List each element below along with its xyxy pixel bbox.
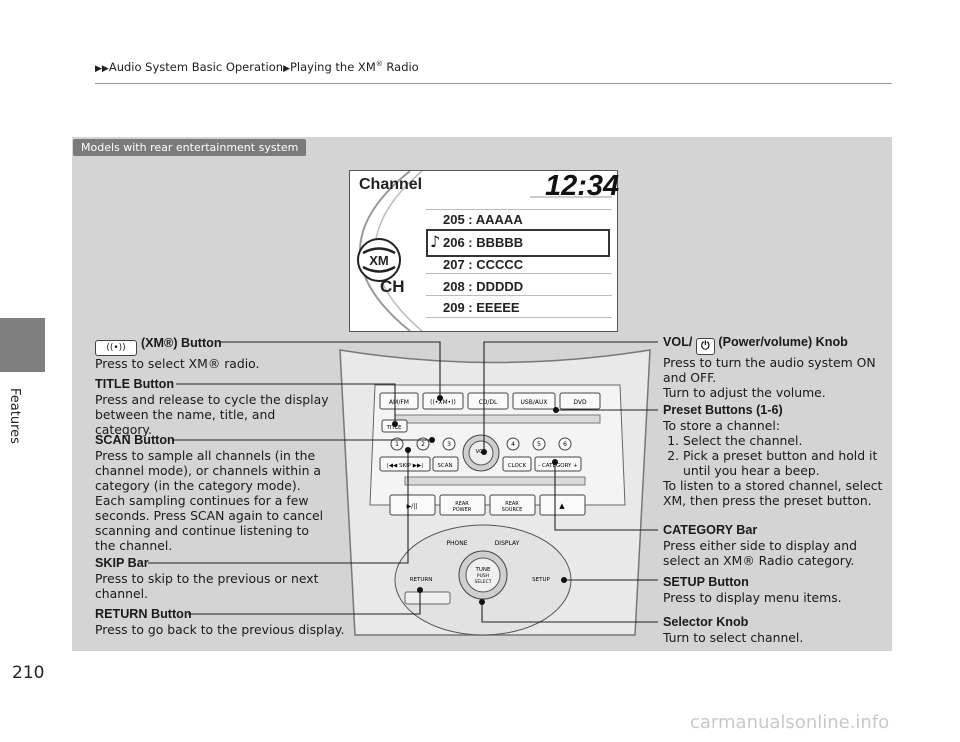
- breadcrumb-item-1: Audio System Basic Operation: [108, 60, 284, 74]
- svg-text:|◀◀ SKIP ▶▶|: |◀◀ SKIP ▶▶|: [387, 463, 423, 469]
- row-rule: [426, 273, 612, 274]
- preset-steps: Select the channel. Pick a preset button…: [663, 433, 888, 478]
- svg-text:AM/FM: AM/FM: [389, 399, 409, 406]
- page-number: 210: [12, 663, 45, 683]
- label-vol-knob: VOL/ ⏻ (Power/volume) Knob Press to turn…: [663, 335, 888, 400]
- watermark: carmanualsonline.info: [690, 712, 890, 733]
- svg-text:REAR: REAR: [505, 501, 519, 507]
- label-title: Preset Buttons (1-6): [663, 403, 783, 417]
- row-rule: [426, 317, 612, 318]
- svg-text:TITLE: TITLE: [386, 425, 402, 431]
- row-rule: [426, 209, 612, 210]
- svg-text:3: 3: [447, 441, 451, 448]
- channel-row: 209 : EEEEE: [443, 300, 520, 315]
- svg-text:RETURN: RETURN: [410, 577, 433, 583]
- breadcrumb: ▶▶Audio System Basic Operation▶Playing t…: [95, 60, 419, 74]
- svg-text:DISPLAY: DISPLAY: [495, 540, 520, 547]
- label-text: Turn to adjust the volume.: [663, 385, 826, 400]
- label-return-button: RETURN Button Press to go back to the pr…: [95, 607, 355, 637]
- svg-text:1: 1: [395, 441, 399, 448]
- header-rule: [95, 83, 892, 84]
- label-text: Press to turn the audio system ON and OF…: [663, 355, 876, 385]
- label-title-post: (Power/volume) Knob: [718, 335, 848, 349]
- preset-step: Select the channel.: [683, 433, 888, 448]
- audio-console-illustration: AM/FM ((•XM•)) CD/DL USB/AUX DVD TITLE 1…: [339, 349, 651, 636]
- xm-logo-icon: XM: [357, 238, 401, 282]
- label-preset-buttons: Preset Buttons (1-6) To store a channel:…: [663, 403, 888, 508]
- label-title: RETURN Button: [95, 607, 192, 621]
- svg-text:((•XM•)): ((•XM•)): [430, 399, 456, 406]
- channel-row: 205 : AAAAA: [443, 212, 523, 227]
- svg-text:PHONE: PHONE: [446, 540, 467, 547]
- label-title: Selector Knob: [663, 615, 749, 629]
- row-rule: [426, 295, 612, 296]
- label-title: CATEGORY Bar: [663, 523, 758, 537]
- section-tab: [0, 318, 45, 372]
- svg-text:PUSH: PUSH: [477, 573, 489, 579]
- label-text: Press to go back to the previous display…: [95, 622, 345, 637]
- label-title: TITLE Button: [95, 377, 175, 391]
- svg-text:POWER: POWER: [453, 507, 472, 513]
- sidebar: Features: [0, 0, 45, 742]
- screen-clock: 12:34: [545, 170, 620, 202]
- svg-text:DVD: DVD: [573, 399, 587, 406]
- label-xm-button: ((•)) (XM®) Button Press to select XM® r…: [95, 335, 355, 371]
- svg-text:5: 5: [537, 441, 541, 448]
- svg-text:4: 4: [511, 441, 515, 448]
- label-title: SKIP Bar: [95, 556, 149, 570]
- svg-text:▲: ▲: [559, 502, 565, 510]
- ch-label: CH: [380, 277, 405, 296]
- label-text: Press to skip to the previous or next ch…: [95, 571, 319, 601]
- screen-title: Channel: [359, 176, 423, 193]
- xm-button-icon: ((•)): [95, 340, 137, 356]
- channel-row: 208 : DDDDD: [443, 279, 524, 294]
- channel-row: 207 : CCCCC: [443, 257, 524, 272]
- breadcrumb-arrow-icon: ▶▶: [95, 64, 109, 74]
- svg-text:XM: XM: [369, 253, 389, 268]
- label-text: To store a channel:: [663, 418, 780, 433]
- svg-text:▶/||: ▶/||: [407, 503, 418, 510]
- svg-text:TUNE: TUNE: [475, 567, 491, 573]
- label-setup-button: SETUP Button Press to display menu items…: [663, 575, 888, 605]
- breadcrumb-item-3: Radio: [386, 60, 419, 74]
- models-tag: Models with rear entertainment system: [73, 139, 307, 156]
- channel-row-selected: 206 : BBBBB: [443, 235, 524, 250]
- preset-step: Pick a preset button and hold it until y…: [683, 448, 888, 478]
- label-title-button: TITLE Button Press and release to cycle …: [95, 377, 335, 437]
- svg-text:- CATEGORY +: - CATEGORY +: [538, 463, 578, 469]
- selected-channel-box: [426, 229, 610, 257]
- breadcrumb-item-2: Playing the XM: [289, 60, 376, 74]
- label-text: Turn to select channel.: [663, 630, 804, 645]
- label-scan-button: SCAN Button Press to sample all channels…: [95, 433, 327, 553]
- svg-text:CD/DL: CD/DL: [479, 399, 498, 406]
- label-text: Press either side to display and select …: [663, 538, 857, 568]
- svg-text:6: 6: [563, 441, 567, 448]
- svg-text:REAR: REAR: [455, 501, 469, 507]
- label-text: Press to display menu items.: [663, 590, 842, 605]
- label-category-bar: CATEGORY Bar Press either side to displa…: [663, 523, 888, 568]
- svg-text:SELECT: SELECT: [475, 579, 492, 585]
- svg-text:CLOCK: CLOCK: [508, 463, 527, 469]
- label-title-pre: VOL/: [663, 335, 693, 349]
- label-title: (XM®) Button: [140, 336, 222, 350]
- svg-text:USB/AUX: USB/AUX: [521, 399, 548, 406]
- breadcrumb-arrow-icon: ▶: [283, 64, 290, 74]
- music-note-icon: ♪: [430, 232, 441, 251]
- label-skip-bar: SKIP Bar Press to skip to the previous o…: [95, 556, 327, 601]
- power-icon: ⏻: [695, 338, 715, 355]
- svg-text:SOURCE: SOURCE: [502, 507, 523, 513]
- svg-text:SCAN: SCAN: [437, 463, 452, 469]
- label-title: SETUP Button: [663, 575, 749, 589]
- svg-text:2: 2: [421, 441, 425, 448]
- label-text: Press to sample all channels (in the cha…: [95, 448, 321, 493]
- label-text: To listen to a stored channel, select XM…: [663, 478, 883, 508]
- svg-text:SETUP: SETUP: [532, 577, 550, 583]
- label-text: Each sampling continues for a few second…: [95, 493, 324, 553]
- label-text: Press to select XM® radio.: [95, 356, 260, 371]
- label-selector-knob: Selector Knob Turn to select channel.: [663, 615, 888, 645]
- label-text: Press and release to cycle the display b…: [95, 392, 329, 437]
- label-title: SCAN Button: [95, 433, 175, 447]
